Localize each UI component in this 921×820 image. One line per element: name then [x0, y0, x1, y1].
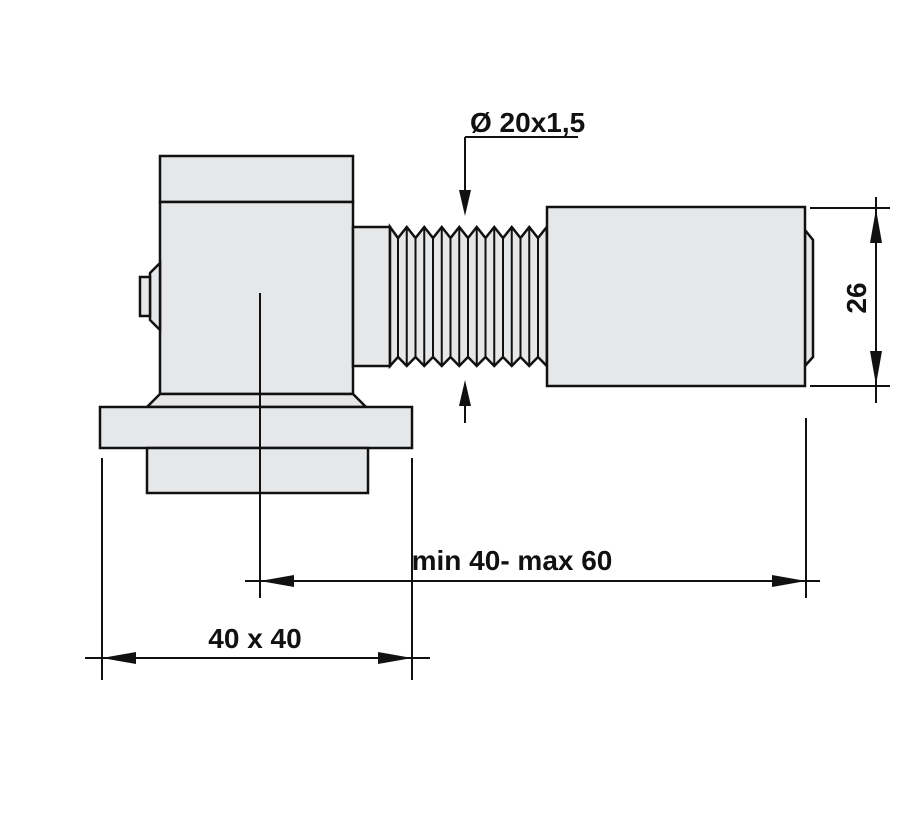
chamfer-collar [143, 392, 370, 409]
arrow-up-icon [459, 380, 471, 406]
bottom-spigot [145, 446, 370, 495]
arrow-left-icon [102, 652, 136, 664]
arrow-left-icon [260, 575, 294, 587]
side-screw [138, 275, 152, 318]
arrow-down-icon [870, 351, 882, 385]
base-label: 40 x 40 [208, 623, 301, 654]
thread-label: Ø 20x1,5 [470, 107, 585, 138]
dimensions: min 40- max 60 40 x 40 26 Ø 20x1,5 [85, 107, 890, 680]
arrow-right-icon [772, 575, 806, 587]
arrow-down-icon [459, 190, 471, 216]
range-label: min 40- max 60 [412, 545, 613, 576]
top-cap [158, 154, 355, 204]
hinge-part [98, 154, 815, 495]
nut [545, 205, 807, 388]
threaded-bolt [388, 223, 549, 370]
arrow-up-icon [870, 209, 882, 243]
arrow-right-icon [378, 652, 412, 664]
height-label: 26 [841, 282, 872, 313]
body-block [158, 200, 355, 396]
flange [98, 405, 414, 450]
shoulder [351, 225, 392, 368]
side-screw-head [148, 259, 162, 334]
